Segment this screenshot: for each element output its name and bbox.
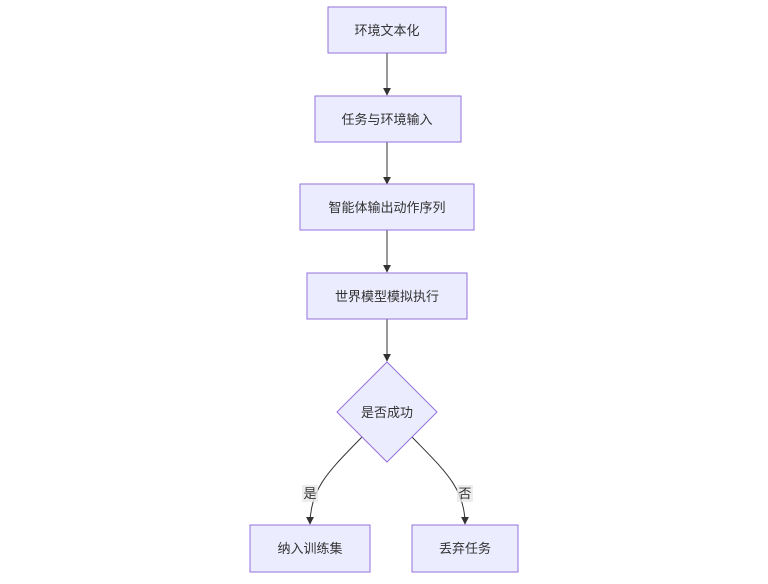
node-task-environment-input-label: 任务与环境输入 (341, 112, 432, 128)
node-task-environment-input: 任务与环境输入 (314, 95, 462, 143)
node-environment-textualization: 环境文本化 (327, 6, 447, 54)
node-environment-textualization-label: 环境文本化 (354, 24, 419, 39)
edge-label-no: 否 (457, 485, 473, 502)
node-discard-task: 丢弃任务 (411, 524, 519, 573)
decision-success: 是否成功 (336, 361, 438, 463)
node-add-to-training-set-label: 纳入训练集 (277, 541, 342, 557)
edge-n5-n7 (411, 436, 469, 525)
node-add-to-training-set: 纳入训练集 (249, 524, 371, 573)
decision-success-label: 是否成功 (361, 406, 413, 421)
node-agent-action-sequence: 智能体输出动作序列 (299, 183, 475, 231)
node-world-model-simulation-label: 世界模型模拟执行 (335, 290, 439, 305)
node-discard-task-label: 丢弃任务 (439, 541, 491, 557)
node-world-model-simulation: 世界模型模拟执行 (306, 272, 468, 320)
edge-label-no-text: 否 (458, 487, 471, 502)
edge-n5-n6 (306, 436, 363, 525)
node-agent-action-sequence-label: 智能体输出动作序列 (328, 200, 445, 216)
edge-label-yes-text: 是 (303, 487, 316, 502)
edge-label-yes: 是 (302, 485, 318, 502)
